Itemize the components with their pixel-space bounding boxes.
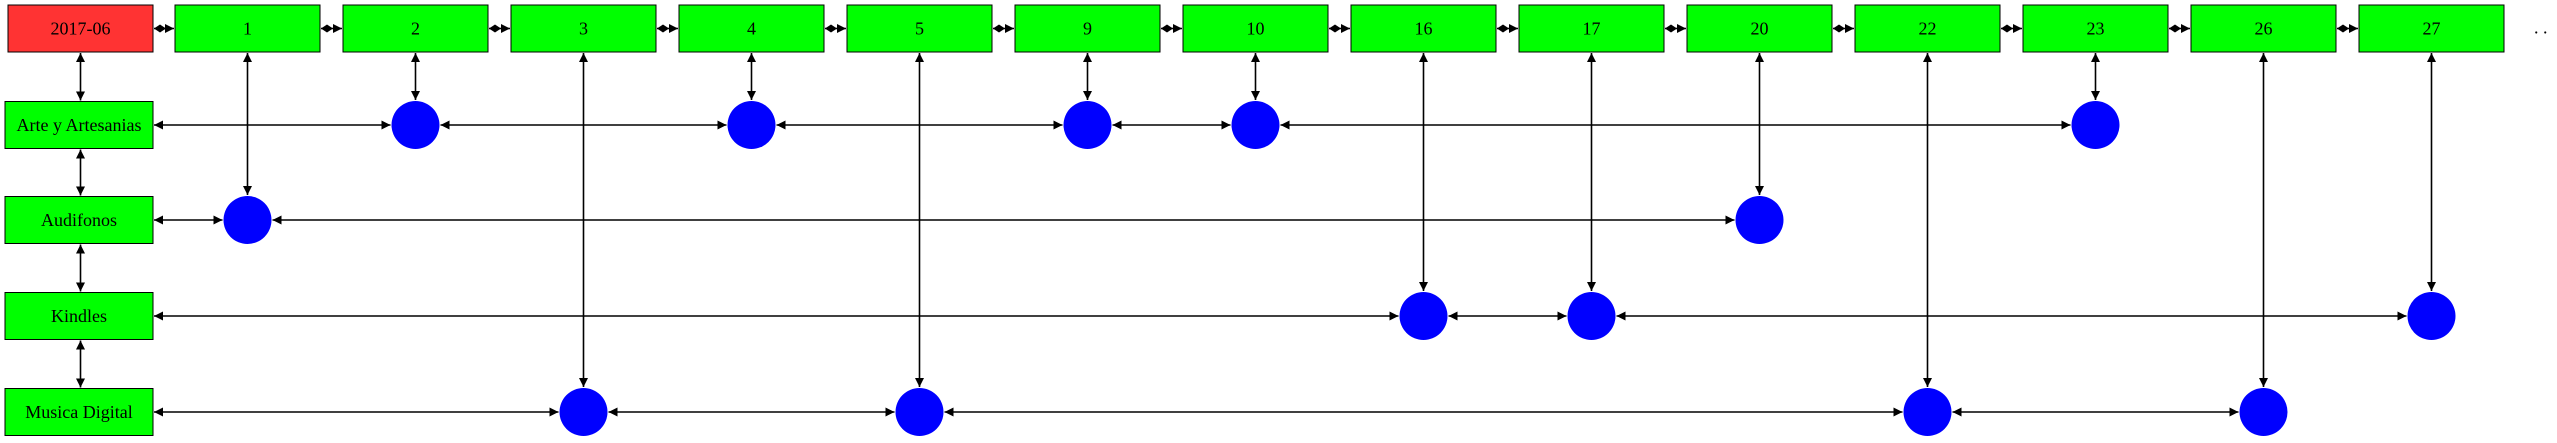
column-box-20-rect bbox=[1686, 4, 1833, 53]
column-box-9-rect bbox=[1014, 4, 1161, 53]
node-circle bbox=[223, 196, 272, 244]
column-box-22: 22 bbox=[1854, 4, 2001, 53]
row-box-arte-y-artesanias-label: Arte y Artesanias bbox=[17, 115, 142, 135]
column-box-2-label: 2 bbox=[411, 19, 420, 39]
column-box-26-rect bbox=[2190, 4, 2337, 53]
column-box-20: 20 bbox=[1686, 4, 1833, 53]
column-box-20-label: 20 bbox=[1751, 19, 1769, 39]
column-box-23-rect bbox=[2022, 4, 2169, 53]
column-box-17: 17 bbox=[1518, 4, 1665, 53]
overflow-marker: . . bbox=[2534, 18, 2548, 38]
column-box-22-label: 22 bbox=[1919, 19, 1937, 39]
row-box-kindles: Kindles bbox=[4, 292, 154, 340]
node-circle bbox=[2239, 388, 2288, 436]
column-box-2-rect bbox=[342, 4, 489, 53]
row-box-kindles-rect bbox=[4, 292, 154, 340]
row-box-arte-y-artesanias-rect bbox=[4, 101, 154, 149]
node-circle bbox=[559, 388, 608, 436]
node-circle bbox=[727, 101, 776, 149]
column-box-16-rect bbox=[1350, 4, 1497, 53]
column-box-4-label: 4 bbox=[747, 19, 756, 39]
row-box-kindles-label: Kindles bbox=[51, 306, 107, 326]
column-box-27-label: 27 bbox=[2423, 19, 2441, 39]
node-circle bbox=[895, 388, 944, 436]
column-box-9: 9 bbox=[1014, 4, 1161, 53]
column-box-27: 27 bbox=[2358, 4, 2505, 53]
row-box-audifonos: Audifonos bbox=[4, 196, 154, 244]
node-circle bbox=[391, 101, 440, 149]
row-box-audifonos-rect bbox=[4, 196, 154, 244]
node-circle bbox=[1567, 292, 1616, 340]
node-circle bbox=[1063, 101, 1112, 149]
column-box-22-rect bbox=[1854, 4, 2001, 53]
nodes-layer bbox=[223, 101, 2456, 436]
column-box-26-label: 26 bbox=[2255, 19, 2273, 39]
column-box-17-rect bbox=[1518, 4, 1665, 53]
column-box-2: 2 bbox=[342, 4, 489, 53]
column-box-1-rect bbox=[174, 4, 321, 53]
column-box-5-rect bbox=[846, 4, 993, 53]
column-box-26: 26 bbox=[2190, 4, 2337, 53]
column-box-23-label: 23 bbox=[2087, 19, 2105, 39]
row-box-audifonos-label: Audifonos bbox=[41, 210, 117, 230]
node-circle bbox=[1735, 196, 1784, 244]
row-box-musica-digital-rect bbox=[4, 388, 154, 436]
row-box-arte-y-artesanias: Arte y Artesanias bbox=[4, 101, 154, 149]
header-box-rect bbox=[7, 4, 154, 53]
row-box-musica-digital: Musica Digital bbox=[4, 388, 154, 436]
column-box-4: 4 bbox=[678, 4, 825, 53]
column-box-16: 16 bbox=[1350, 4, 1497, 53]
node-circle bbox=[2071, 101, 2120, 149]
column-box-1: 1 bbox=[174, 4, 321, 53]
row-box-musica-digital-label: Musica Digital bbox=[25, 402, 132, 422]
column-box-23: 23 bbox=[2022, 4, 2169, 53]
header-box: 2017-06 bbox=[7, 4, 154, 53]
column-box-3: 3 bbox=[510, 4, 657, 53]
column-box-9-label: 9 bbox=[1083, 19, 1092, 39]
column-box-5: 5 bbox=[846, 4, 993, 53]
column-box-4-rect bbox=[678, 4, 825, 53]
header-box-label: 2017-06 bbox=[51, 19, 111, 39]
node-circle bbox=[2407, 292, 2456, 340]
column-box-5-label: 5 bbox=[915, 19, 924, 39]
node-circle bbox=[1399, 292, 1448, 340]
column-box-27-rect bbox=[2358, 4, 2505, 53]
column-box-1-label: 1 bbox=[243, 19, 252, 39]
column-box-10-label: 10 bbox=[1247, 19, 1265, 39]
node-circle bbox=[1903, 388, 1952, 436]
edges-layer bbox=[76, 24, 2436, 417]
column-box-3-rect bbox=[510, 4, 657, 53]
column-box-16-label: 16 bbox=[1415, 19, 1433, 39]
column-box-10-rect bbox=[1182, 4, 1329, 53]
column-box-3-label: 3 bbox=[579, 19, 588, 39]
node-circle bbox=[1231, 101, 1280, 149]
column-box-10: 10 bbox=[1182, 4, 1329, 53]
column-box-17-label: 17 bbox=[1583, 19, 1601, 39]
